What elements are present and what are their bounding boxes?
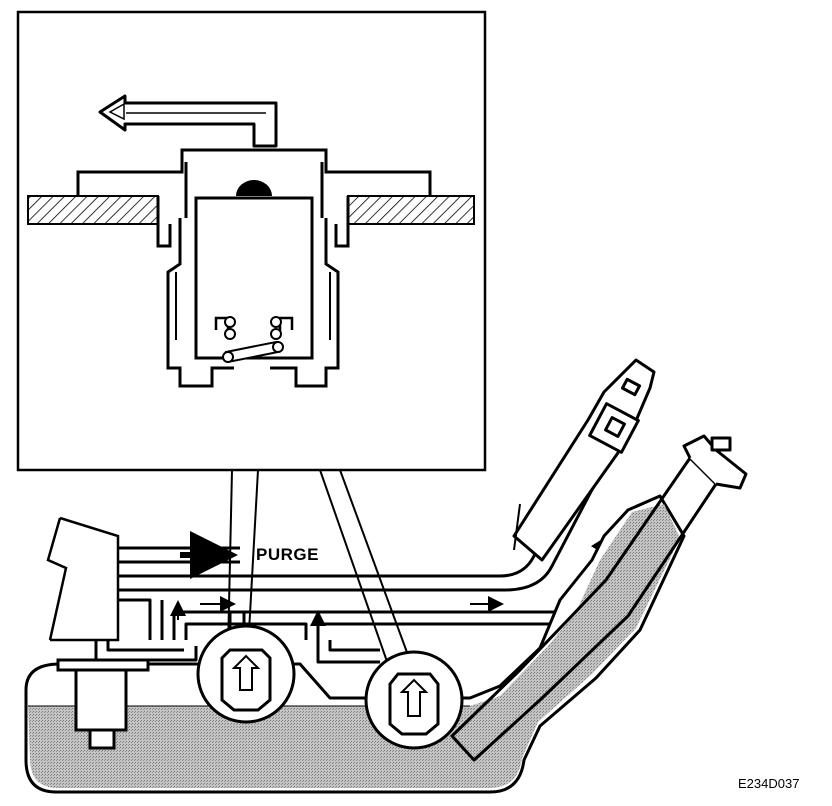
spring-linkage — [222, 316, 284, 364]
fuel-nozzle — [512, 358, 656, 562]
purge-label: PURGE — [256, 545, 319, 564]
filler-neck — [450, 434, 748, 762]
fuel-tank — [24, 494, 686, 794]
check-ball — [236, 180, 272, 196]
engine-side-break — [46, 516, 120, 642]
tank-wall-hatched — [27, 195, 159, 225]
fuel-level — [28, 504, 680, 788]
valve-detail-inset — [16, 10, 487, 472]
float — [194, 196, 314, 360]
rollover-valve-left — [196, 624, 296, 724]
valve-body — [184, 162, 324, 218]
callout-lines — [227, 469, 413, 671]
figure-code: E234D037 — [738, 776, 800, 791]
pump-module — [56, 658, 150, 750]
outlet-arrow-icon — [98, 94, 278, 148]
rollover-valve-right — [364, 650, 464, 750]
